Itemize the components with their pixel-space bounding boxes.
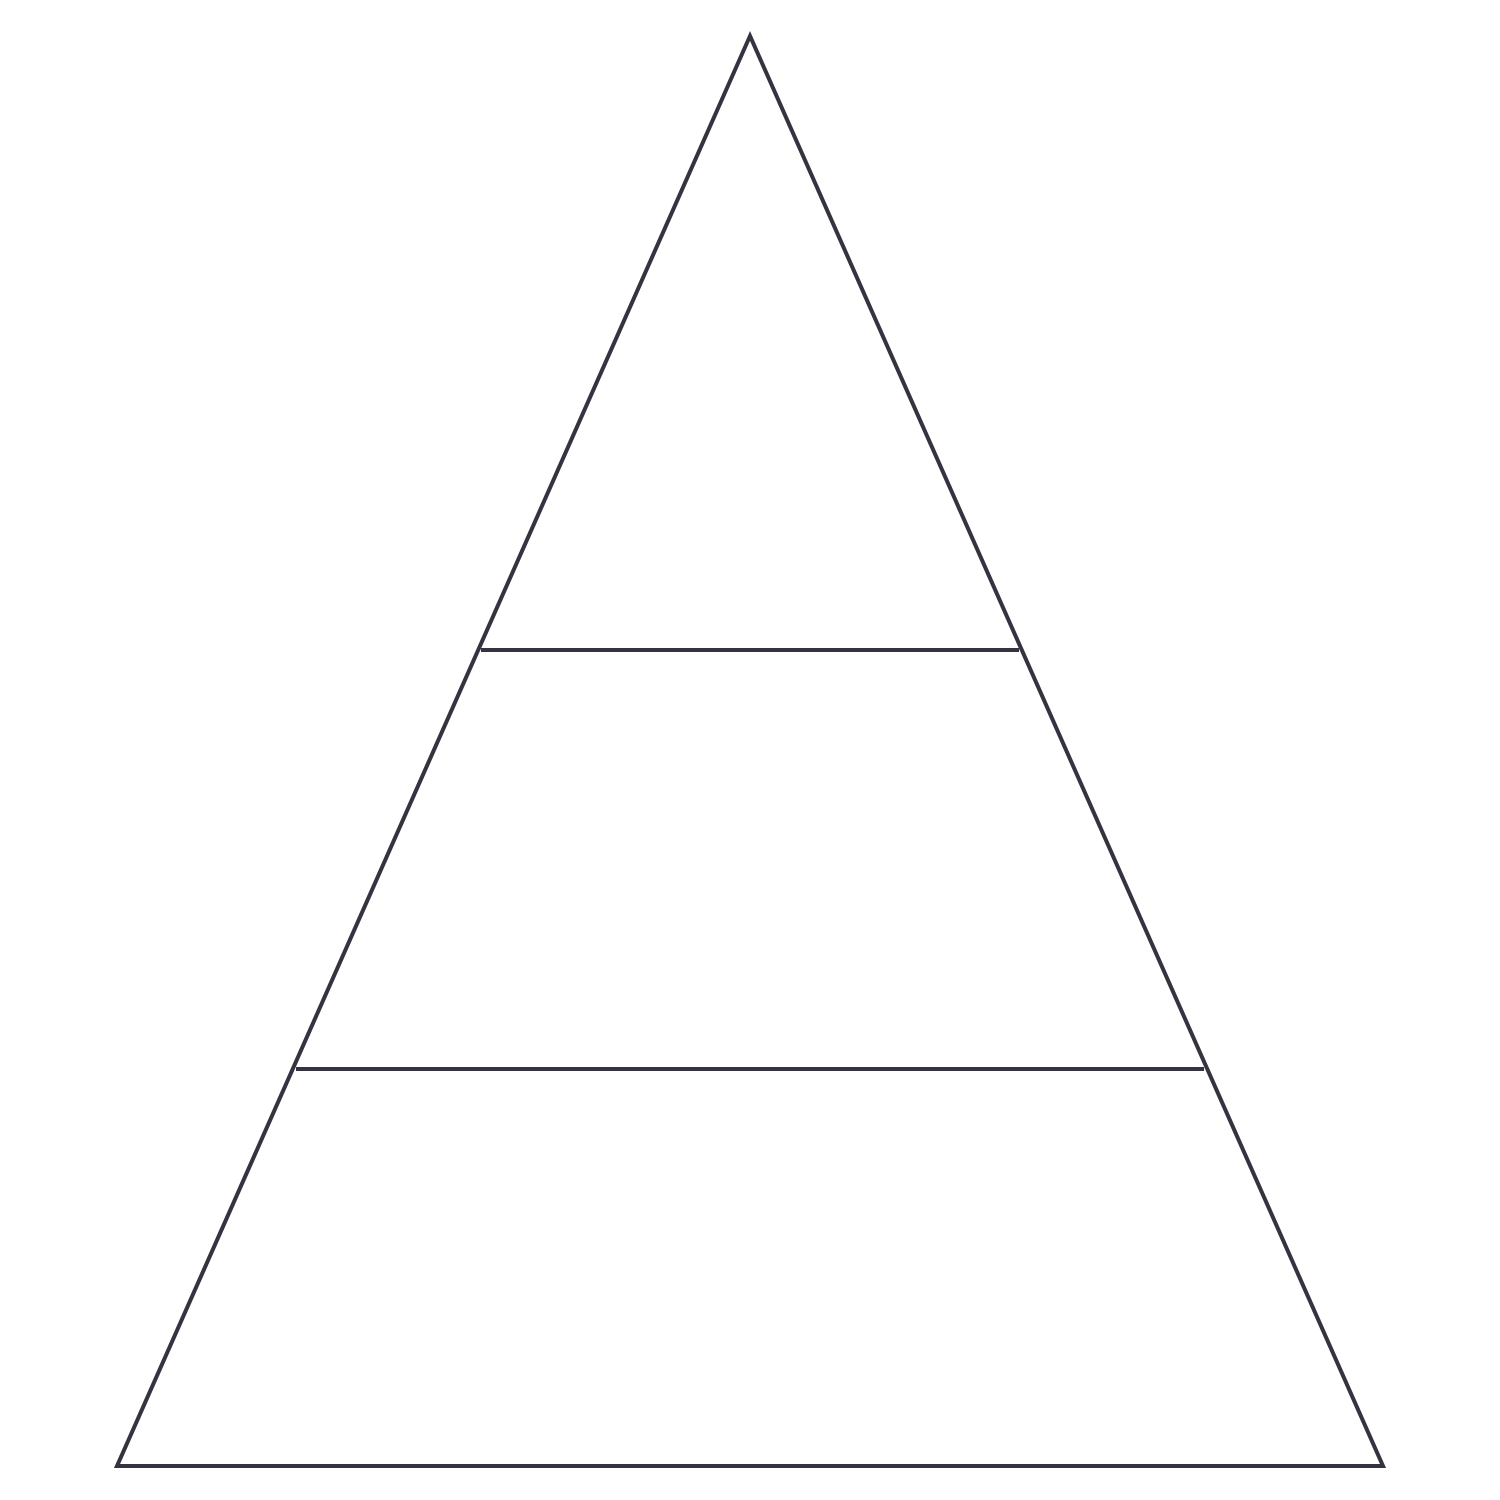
pyramid-outline: [113, 31, 1387, 1468]
